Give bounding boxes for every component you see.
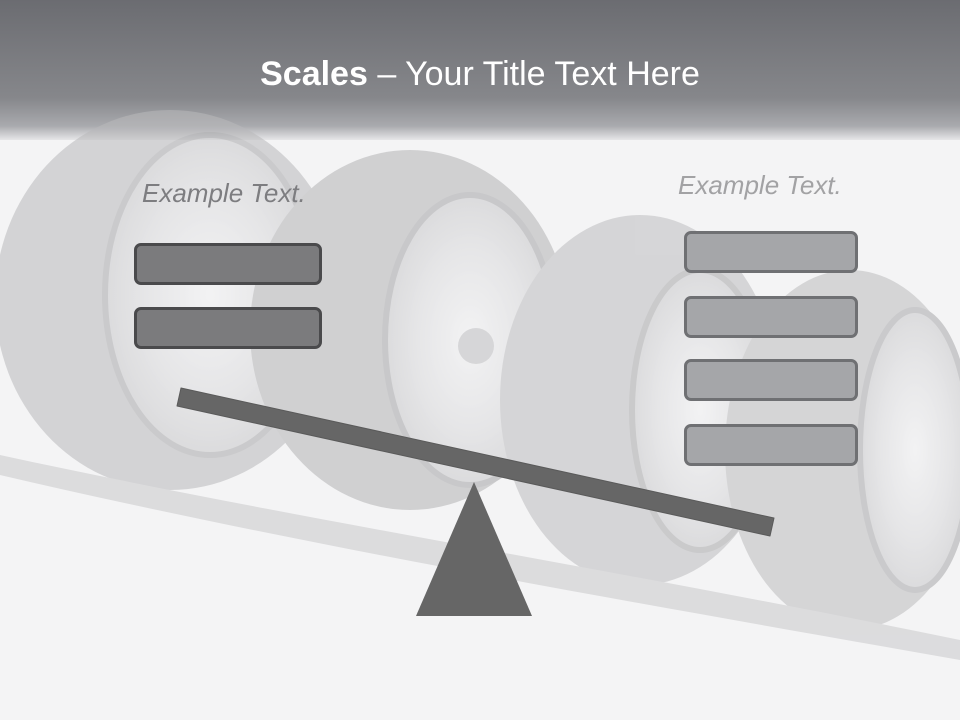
scale-fulcrum [416,482,532,616]
right-example-text: Example Text. [678,170,842,200]
page-title: Scales – Your Title Text Here [260,55,700,93]
left-example-text: Example Text. [142,178,306,208]
left-text-box[interactable] [134,243,322,285]
right-text-box[interactable] [684,296,858,338]
right-text-box[interactable] [684,231,858,273]
right-text-box[interactable] [684,424,858,466]
right-text-box[interactable] [684,359,858,401]
left-text-box[interactable] [134,307,322,349]
scale-beam [176,387,775,537]
